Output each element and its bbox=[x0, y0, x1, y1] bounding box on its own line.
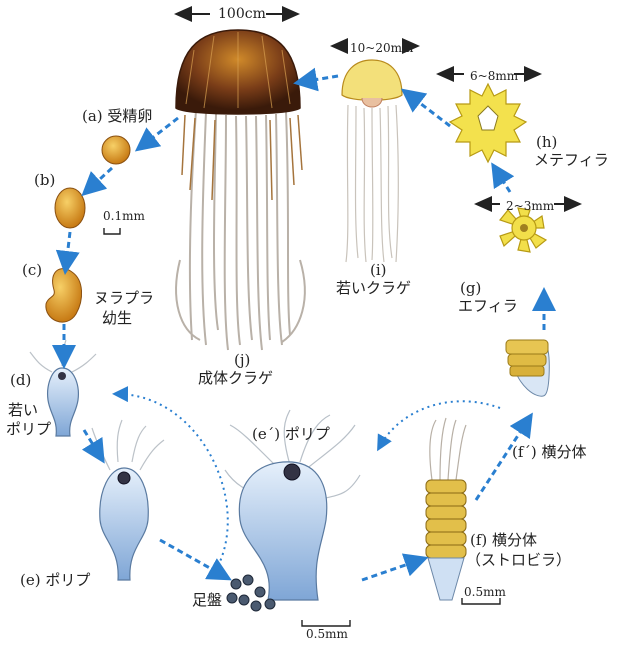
fertilized-egg-illustration bbox=[102, 136, 130, 164]
stage-h-name: メテフィラ bbox=[534, 152, 609, 169]
egg-b-illustration bbox=[55, 188, 85, 228]
stage-j-name: 成体クラゲ bbox=[198, 370, 273, 387]
stage-g-name: エフィラ bbox=[458, 298, 518, 315]
stage-c-name-line1: ヌラプラ bbox=[94, 290, 154, 307]
stage-fprime-label: (f´) 横分体 bbox=[512, 444, 587, 461]
stage-a-label: (a) 受精卵 bbox=[82, 108, 152, 125]
stage-g-label: (g) bbox=[460, 280, 481, 297]
metephyra-size-label: 6~8mm bbox=[470, 68, 518, 85]
strobila-scale-label: 0.5mm bbox=[464, 584, 506, 601]
planula-illustration bbox=[46, 269, 82, 323]
stage-b-label: (b) bbox=[34, 172, 55, 189]
arrow-b-to-c bbox=[66, 232, 70, 266]
stage-i-name: 若いクラゲ bbox=[336, 280, 411, 297]
strobila-illustration bbox=[426, 418, 466, 600]
stage-f-sub-label: （ストロビラ） bbox=[466, 552, 571, 569]
adult-jellyfish-illustration bbox=[176, 30, 305, 350]
arrow-g-to-h bbox=[496, 170, 510, 192]
young-jellyfish-illustration bbox=[342, 60, 402, 262]
stage-c-name-line2: 幼生 bbox=[102, 310, 132, 327]
metephyra-illustration bbox=[450, 84, 526, 162]
polyp-scale-label: 0.5mm bbox=[306, 626, 348, 643]
stage-f-label: (f) 横分体 bbox=[470, 532, 537, 549]
adult-size-label: 100cm bbox=[218, 6, 266, 23]
ephyra-size-label: 2~3mm bbox=[506, 198, 554, 215]
stage-i-label: (i) bbox=[370, 262, 387, 279]
stage-d-name-line2: ポリプ bbox=[6, 421, 51, 438]
stage-d-label: (d) bbox=[10, 372, 31, 389]
arrow-eprime-to-f bbox=[362, 560, 420, 580]
stage-c-label: (c) bbox=[22, 262, 42, 279]
arrow-i-to-j bbox=[302, 76, 338, 82]
young-size-label: 10~20mm bbox=[350, 40, 413, 57]
foot-disk-label: 足盤 bbox=[192, 592, 222, 609]
arrow-a-to-b bbox=[88, 168, 112, 190]
arrow-h-to-i bbox=[408, 94, 450, 126]
stage-e-label: (e) ポリプ bbox=[20, 572, 90, 589]
stage-d-name-line1: 若い bbox=[8, 402, 38, 419]
foot-disk-cysts bbox=[227, 575, 275, 611]
arrow-e-to-foot bbox=[160, 540, 224, 576]
polyp-illustration bbox=[92, 420, 164, 580]
stage-j-label: (j) bbox=[234, 352, 250, 369]
stage-eprime-label: (e´) ポリプ bbox=[252, 426, 330, 443]
late-strobila-illustration bbox=[506, 340, 549, 396]
stage-h-label: (h) bbox=[536, 134, 557, 151]
egg-scale-label: 0.1mm bbox=[103, 208, 145, 225]
arrow-fprime-to-eprime bbox=[380, 401, 500, 446]
